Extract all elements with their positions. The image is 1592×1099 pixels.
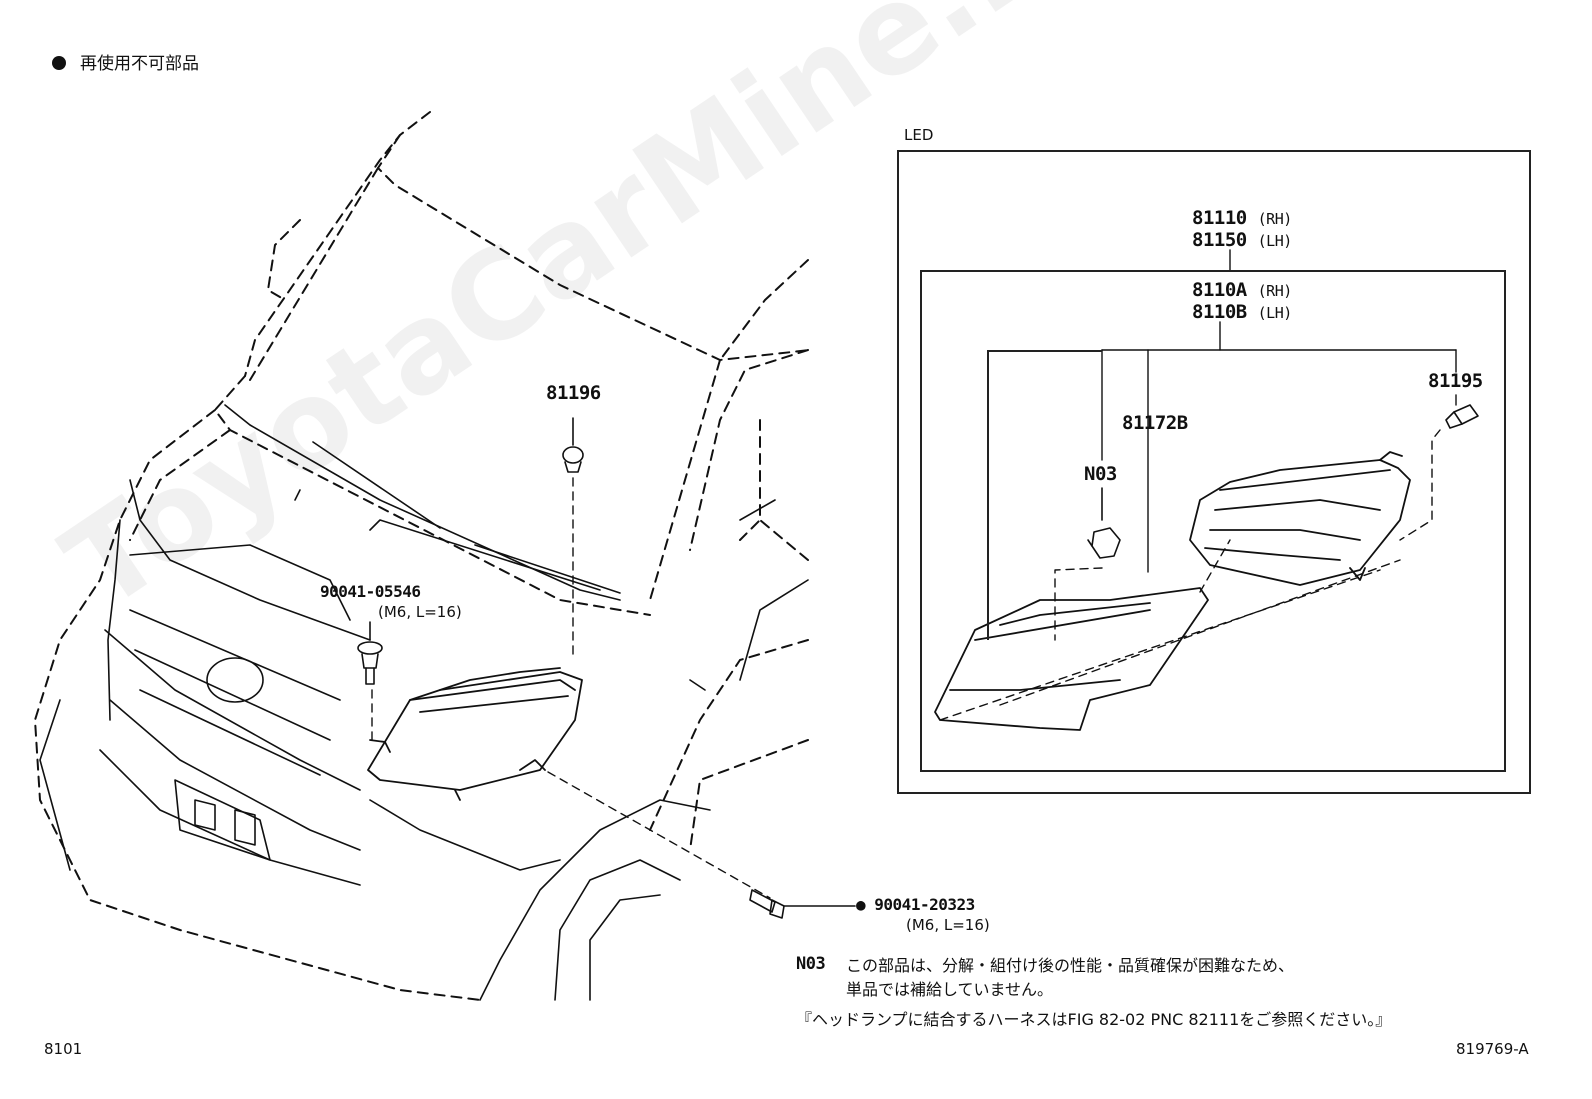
note-code: N03: [796, 954, 826, 974]
bulb-n03-icon: [1087, 487, 1121, 559]
illustration-ref: 819769-A: [1456, 1040, 1529, 1058]
part-8110B-side: (LH): [1257, 304, 1293, 322]
led-bracket-top-left: [987, 350, 1102, 352]
part-81150-number: 81150: [1192, 229, 1247, 251]
part-number-90041-05546: 90041-05546: [320, 582, 421, 601]
part-81110-number: 81110: [1192, 207, 1247, 229]
part-number-8110A: 8110A (RH): [1192, 281, 1292, 300]
page-number: 8101: [44, 1040, 83, 1058]
part-90041-20323-number: 90041-20323: [874, 895, 975, 914]
install-leaders: [371, 477, 771, 899]
note-line-1: この部品は、分解・組付け後の性能・品質確保が困難なため、: [846, 956, 1295, 975]
vehicle-outline: [34, 111, 811, 1001]
bolt-90041-20323-icon: [749, 889, 856, 919]
bolt-90041-05546-icon: [357, 621, 383, 685]
led-dashed-leaders: [939, 429, 1441, 721]
part-number-8110B: 8110B (LH): [1192, 303, 1292, 322]
screw-81195-icon: [1445, 404, 1479, 429]
led-assembly-box: [920, 270, 1506, 772]
part-8110B-number: 8110B: [1192, 301, 1247, 323]
part-number-90041-20323: ● 90041-20323: [856, 897, 975, 913]
led-box-title: LED: [904, 126, 934, 144]
led-bracket-left: [987, 350, 989, 640]
part-number-81150: 81150 (LH): [1192, 231, 1292, 250]
non-reusable-bullet-icon: [52, 56, 66, 70]
headlamp-housing-icon: [1189, 451, 1411, 586]
part-8110A-number: 8110A: [1192, 279, 1247, 301]
headlamp-lens-icon: [934, 587, 1209, 731]
note-line-3: 『ヘッドランプに結合するハーネスはFIG 82-02 PNC 82111をご参照…: [796, 1010, 1392, 1029]
vehicle-body: [39, 404, 809, 1001]
headlamp-installed: [367, 667, 583, 801]
non-reusable-mark-icon: ●: [856, 895, 866, 914]
legend-label: 再使用不可部品: [80, 54, 199, 74]
part-number-81195: 81195: [1428, 370, 1483, 392]
part-number-81172B: 81172B: [1122, 412, 1188, 434]
part-number-81196: 81196: [546, 382, 601, 404]
led-leader-lines: [1101, 349, 1457, 573]
part-8110A-side: (RH): [1257, 282, 1293, 300]
spec-90041-05546: (M6, L=16): [378, 603, 462, 621]
led-outer-box: [897, 150, 1531, 794]
clip-81196-icon: [562, 417, 584, 473]
legend: 再使用不可部品: [52, 56, 199, 73]
spec-90041-20323: (M6, L=16): [906, 916, 990, 934]
part-number-81110: 81110 (RH): [1192, 209, 1292, 228]
note-line-2: 単品では補給していません。: [846, 980, 1054, 999]
part-81150-side: (LH): [1257, 232, 1293, 250]
part-81110-side: (RH): [1257, 210, 1293, 228]
part-number-N03: N03: [1084, 463, 1117, 485]
